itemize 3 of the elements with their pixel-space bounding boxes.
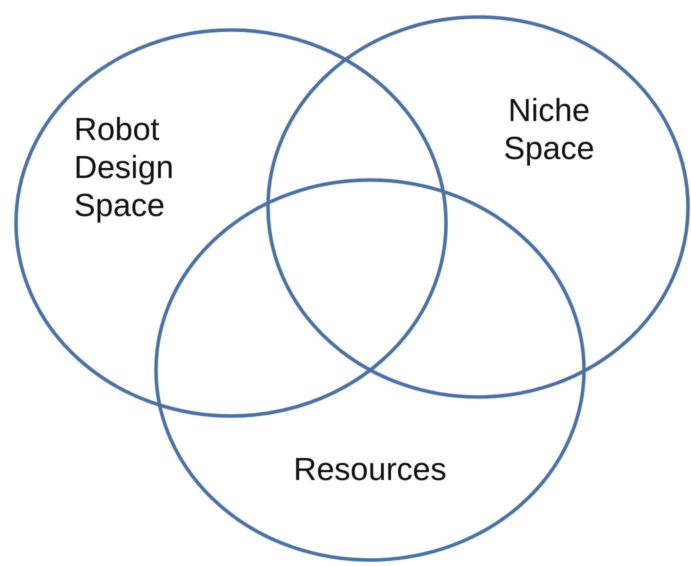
set-label: Resources (292, 450, 448, 488)
set-label: Niche Space (502, 91, 596, 167)
set-label: Robot Design Space (74, 110, 175, 224)
